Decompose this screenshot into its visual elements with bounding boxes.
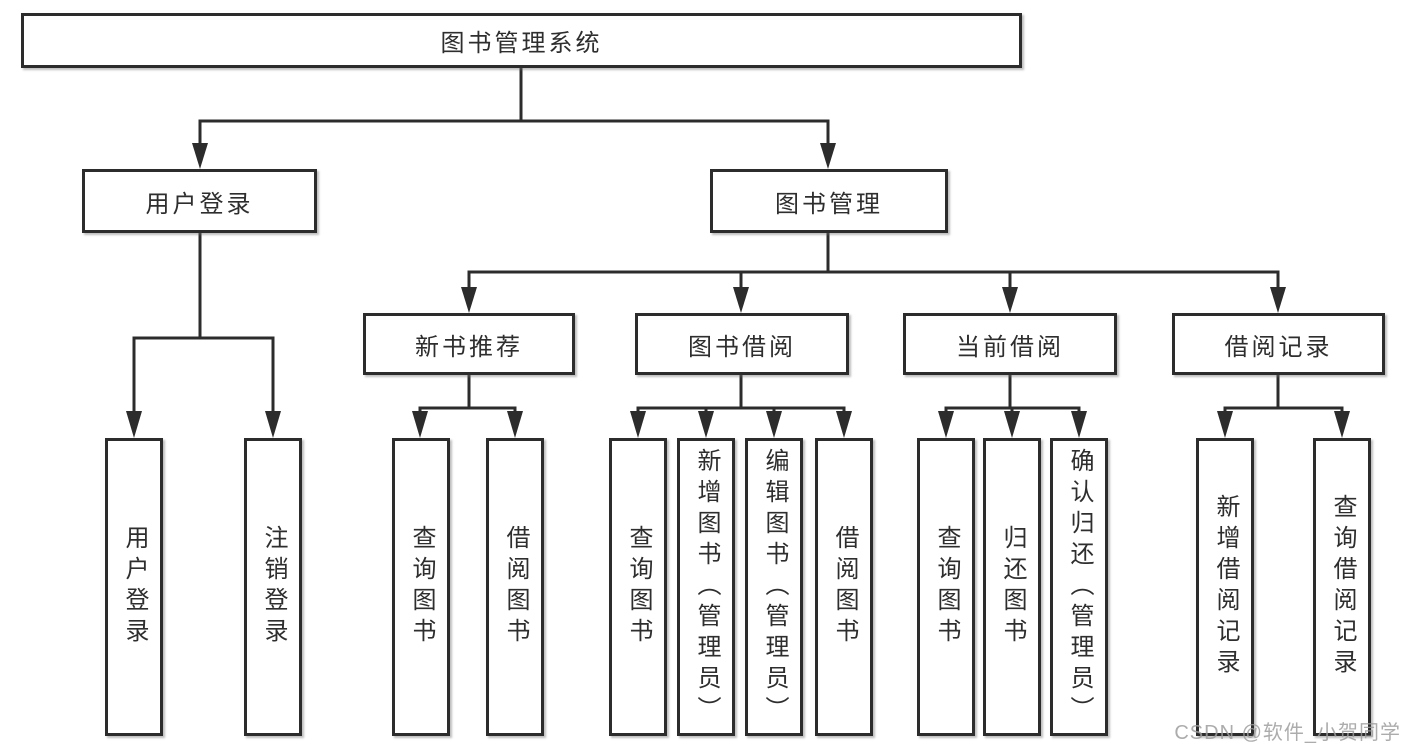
node-book-management: 图书管理: [710, 169, 948, 233]
node-current-borrow: 当前借阅: [903, 313, 1117, 375]
arrowhead: [836, 411, 852, 438]
leaf-add-book-admin: 新增图书（管理员）: [677, 438, 735, 736]
node-label: 确认归还（管理员）: [1066, 447, 1093, 727]
arrowhead: [938, 411, 954, 438]
node-label: 查询图书: [933, 525, 960, 649]
node-label: 借阅图书: [831, 525, 858, 649]
arrowhead: [265, 411, 281, 438]
leaf-user-login: 用户登录: [105, 438, 163, 736]
leaf-borrow-books-borrow: 借阅图书: [815, 438, 873, 736]
node-label: 借阅记录: [1224, 333, 1333, 361]
arrowhead: [630, 411, 646, 438]
node-label: 新增借阅记录: [1212, 494, 1239, 680]
node-root-system: 图书管理系统: [21, 13, 1022, 68]
node-label: 编辑图书（管理员）: [761, 447, 788, 727]
node-label: 借阅图书: [502, 525, 529, 649]
arrowhead: [1217, 411, 1233, 438]
arrowhead: [1002, 287, 1018, 313]
leaf-query-books-current: 查询图书: [917, 438, 975, 736]
arrowhead: [1004, 411, 1020, 438]
node-label: 用户登录: [121, 525, 148, 649]
leaf-return-book: 归还图书: [983, 438, 1041, 736]
leaf-borrow-books-recommend: 借阅图书: [486, 438, 544, 736]
node-label: 图书管理系统: [440, 30, 603, 57]
node-label: 归还图书: [999, 525, 1026, 649]
node-label: 当前借阅: [956, 333, 1064, 361]
leaf-confirm-return-admin: 确认归还（管理员）: [1050, 438, 1108, 736]
node-label: 注销登录: [260, 525, 287, 649]
node-label: 用户登录: [145, 190, 254, 218]
node-label: 图书管理: [775, 190, 883, 218]
node-user-login: 用户登录: [82, 169, 317, 233]
arrowhead: [820, 143, 836, 169]
leaf-query-borrow-record: 查询借阅记录: [1313, 438, 1371, 736]
leaf-query-books-borrow: 查询图书: [609, 438, 667, 736]
node-label: 查询图书: [408, 525, 435, 649]
arrowhead: [192, 143, 208, 169]
node-label: 新书推荐: [415, 333, 523, 361]
arrowhead: [507, 411, 523, 438]
arrowhead: [766, 411, 782, 438]
arrowhead: [733, 287, 749, 313]
leaf-logout: 注销登录: [244, 438, 302, 736]
leaf-add-borrow-record: 新增借阅记录: [1196, 438, 1254, 736]
csdn-watermark: CSDN @软件_小贺同学: [1174, 722, 1401, 744]
node-new-book-recommend: 新书推荐: [363, 313, 575, 375]
node-borrow-records: 借阅记录: [1172, 313, 1385, 375]
node-label: 查询借阅记录: [1329, 494, 1356, 680]
node-book-borrow: 图书借阅: [635, 313, 849, 375]
arrowhead: [412, 411, 428, 438]
arrowhead: [1270, 287, 1286, 313]
arrowhead: [461, 287, 477, 313]
leaf-edit-book-admin: 编辑图书（管理员）: [745, 438, 803, 736]
arrowhead: [1071, 411, 1087, 438]
arrowhead: [1334, 411, 1350, 438]
node-label: 查询图书: [625, 525, 652, 649]
arrowhead: [126, 411, 142, 438]
arrowhead: [698, 411, 714, 438]
node-label: 新增图书（管理员）: [693, 447, 720, 727]
node-label: 图书借阅: [688, 333, 796, 361]
leaf-query-books-recommend: 查询图书: [392, 438, 450, 736]
